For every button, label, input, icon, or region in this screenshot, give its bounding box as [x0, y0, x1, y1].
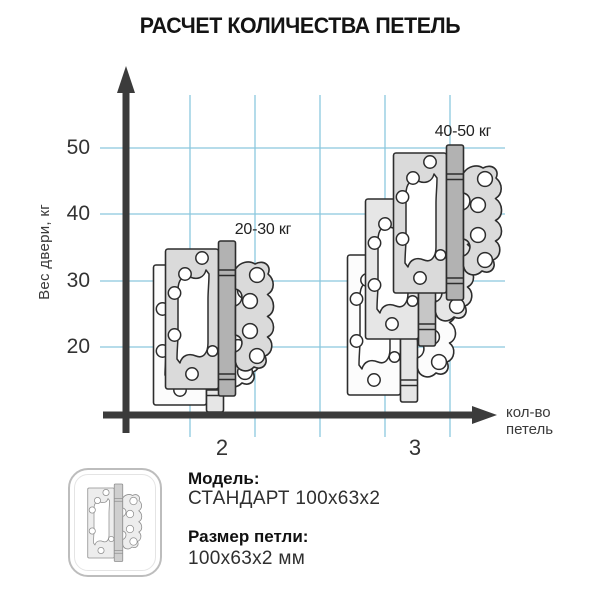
y-tick-30: 30	[66, 269, 90, 292]
y-tick-20: 20	[66, 335, 90, 358]
x-axis	[103, 406, 497, 424]
y-axis	[117, 66, 135, 433]
y-axis-title: Вес двери, кг	[36, 204, 53, 300]
y-axis-arrow-icon	[117, 66, 135, 93]
hinge-illustration-front	[392, 144, 503, 301]
hinge-icon	[87, 483, 143, 563]
x-axis-title-line2: петель	[506, 421, 554, 438]
weight-label-40-50: 40-50 кг	[434, 123, 492, 140]
hinge-photo-card	[68, 468, 162, 577]
x-axis-title-line1: кол-во	[506, 404, 551, 421]
hinge-photo-frame	[74, 474, 156, 571]
weight-label-20-30: 20-30 кг	[234, 221, 292, 238]
x-axis-title: кол-во петель	[506, 404, 553, 438]
y-tick-40: 40	[66, 202, 90, 225]
model-value: СТАНДАРТ 100х63х2	[188, 488, 381, 509]
size-label: Размер петли:	[188, 527, 309, 546]
x-tick-3: 3	[408, 435, 422, 460]
hinge-illustration-front	[164, 240, 275, 397]
page-title: РАСЧЕТ КОЛИЧЕСТВА ПЕТЕЛЬ	[139, 13, 461, 38]
hinge-cluster-3	[346, 144, 503, 403]
model-label: Модель:	[188, 469, 260, 488]
x-tick-2: 2	[215, 435, 229, 460]
x-axis-arrow-icon	[472, 406, 497, 424]
size-value: 100х63х2 мм	[188, 548, 306, 569]
y-tick-50: 50	[66, 136, 90, 159]
